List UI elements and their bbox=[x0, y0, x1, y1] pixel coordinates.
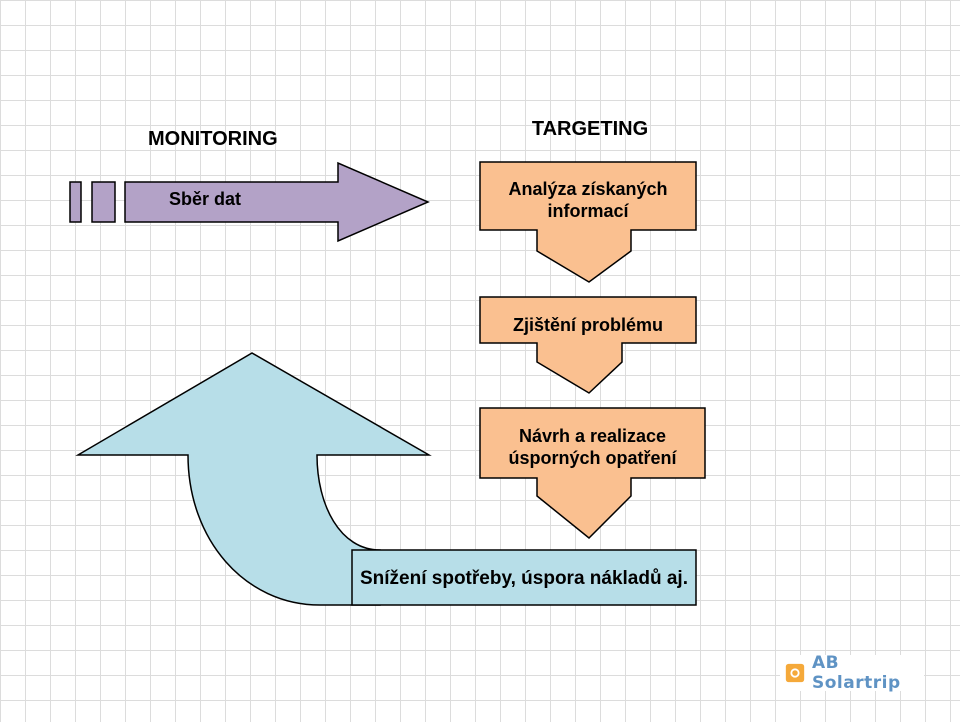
sun-icon bbox=[785, 663, 805, 683]
proposal-label: Návrh a realizace úsporných opatření bbox=[480, 425, 705, 469]
targeting-heading: TARGETING bbox=[531, 118, 649, 140]
collection-label: Sběr dat bbox=[168, 189, 242, 209]
problem-box bbox=[479, 296, 697, 394]
logo-text: AB Solartrip bbox=[812, 653, 901, 693]
analysis-label: Analýza získaných informací bbox=[480, 178, 696, 222]
proposal-box bbox=[479, 407, 706, 540]
monitoring-arrow bbox=[124, 161, 430, 243]
analysis-label-line2: informací bbox=[547, 201, 629, 221]
analysis-box bbox=[479, 161, 697, 283]
feedback-arrow bbox=[75, 352, 432, 606]
result-label: Snížení spotřeby, úspora nákladů aj. bbox=[359, 568, 688, 589]
analysis-label-line1: Analýza získaných bbox=[508, 179, 668, 199]
proposal-label-line2: úsporných opatření bbox=[508, 448, 677, 468]
proposal-label-line1: Návrh a realizace bbox=[518, 426, 667, 446]
problem-label: Zjištění problému bbox=[512, 315, 663, 335]
monitoring-bar-2 bbox=[91, 181, 116, 223]
monitoring-heading: MONITORING bbox=[148, 128, 278, 150]
company-logo: AB Solartrip bbox=[780, 653, 924, 693]
monitoring-bar-1 bbox=[69, 181, 82, 223]
result-box bbox=[351, 549, 697, 606]
